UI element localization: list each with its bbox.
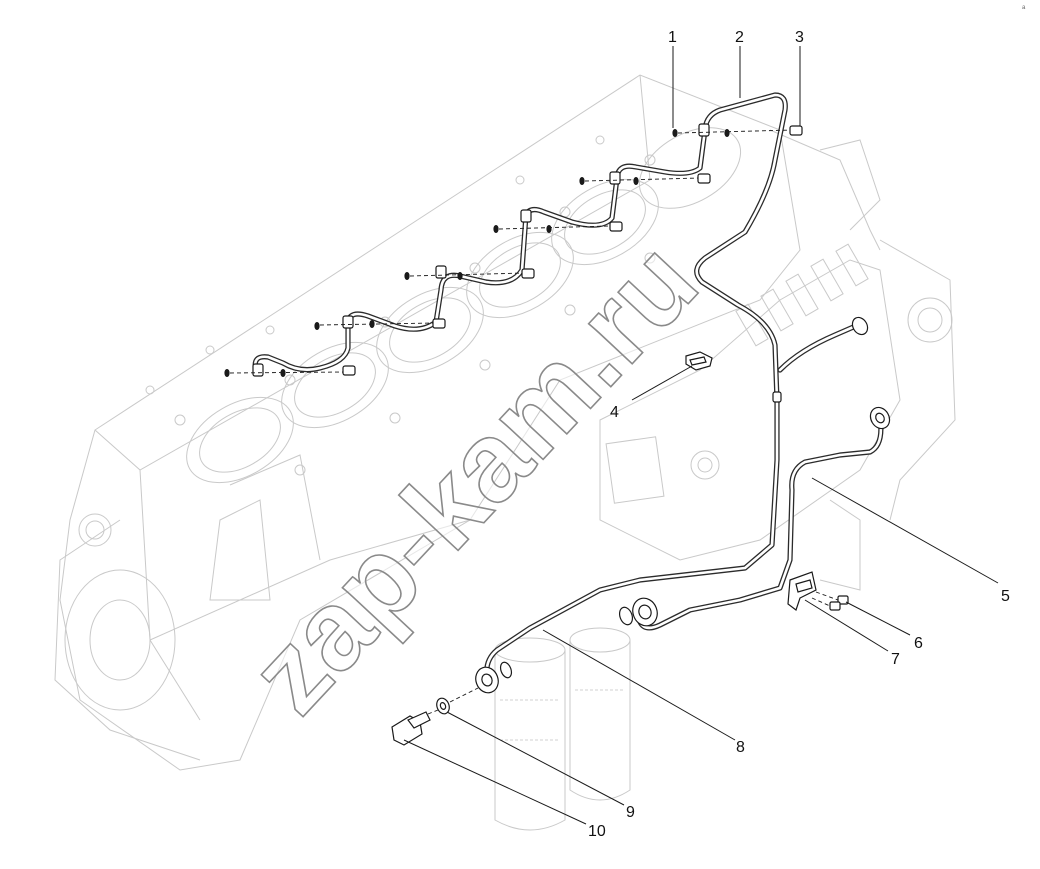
sealing-washer [436, 687, 479, 715]
pipe-clip [685, 351, 713, 371]
callout-5: 5 [1001, 588, 1010, 605]
callout-6: 6 [914, 635, 923, 652]
upper-seal-washers [224, 129, 794, 377]
mounting-bracket [787, 571, 817, 611]
callout-2: 2 [735, 29, 744, 46]
callout-8: 8 [736, 739, 745, 756]
upper-banjo-bolts [342, 125, 803, 376]
callout-labels: 1 2 3 4 5 6 7 8 9 10 [588, 29, 1010, 840]
banjo-bolt [391, 709, 439, 746]
callout-9: 9 [626, 804, 635, 821]
callout-4: 4 [610, 404, 619, 421]
engine-block-ghost [54, 74, 956, 831]
leader-lines [403, 46, 999, 825]
lower-banjo-union [475, 661, 513, 694]
callout-1: 1 [668, 29, 677, 46]
callout-10: 10 [588, 823, 606, 840]
callout-7: 7 [891, 651, 900, 668]
return-pipe [618, 406, 891, 631]
injector-feed-pipe [252, 92, 869, 679]
corner-mark: a [1022, 5, 1026, 11]
bracket-bolts [811, 591, 849, 611]
callout-3: 3 [795, 29, 804, 46]
